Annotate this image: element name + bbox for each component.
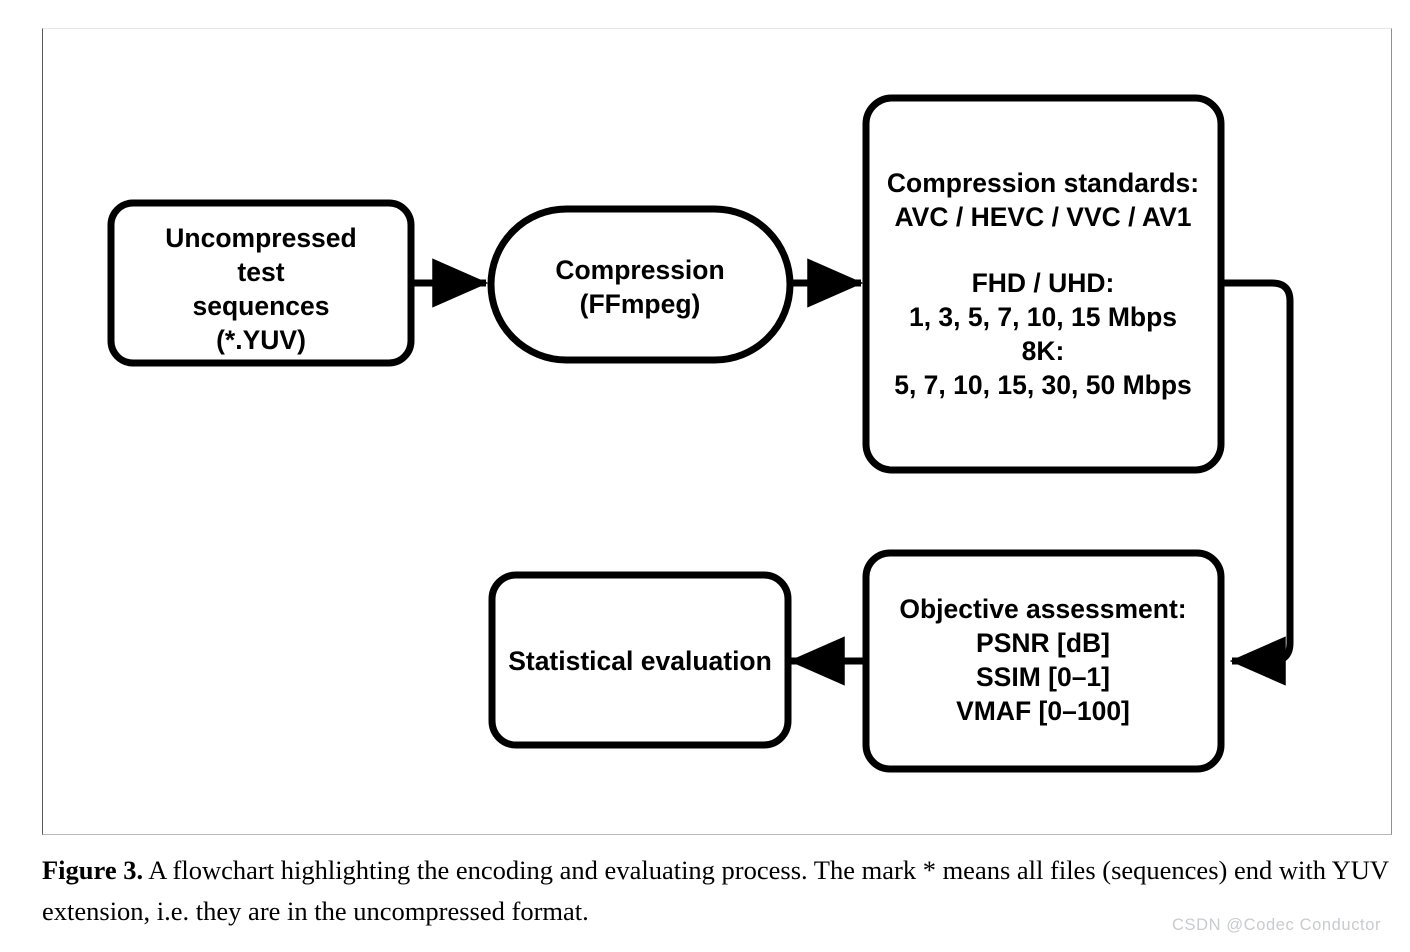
figure-caption: Figure 3. A flowchart highlighting the e… bbox=[42, 850, 1394, 932]
figure-caption-label: Figure 3. bbox=[42, 855, 144, 885]
figure-frame bbox=[42, 28, 1392, 835]
watermark-text: CSDN @Codec Conductor bbox=[1172, 916, 1382, 934]
figure-caption-text: A flowchart highlighting the encoding an… bbox=[42, 855, 1389, 926]
